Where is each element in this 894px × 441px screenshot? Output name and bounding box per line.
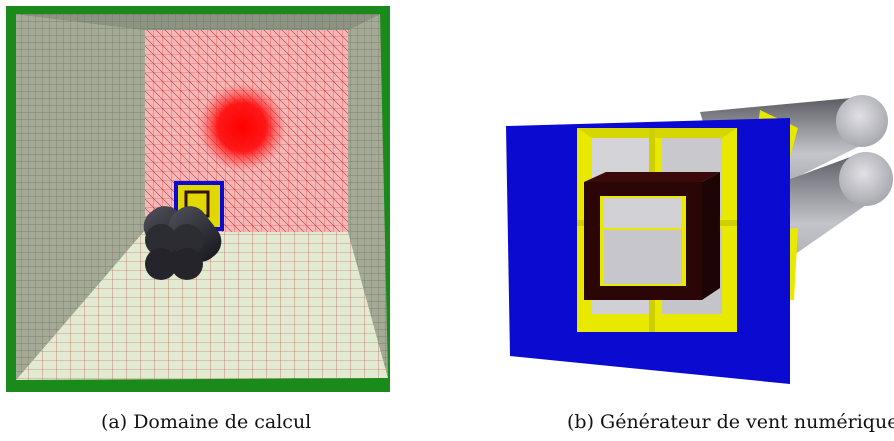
- figure-b-generator: [480, 0, 894, 400]
- generator-render: [506, 95, 893, 384]
- caption-generator: (b) Générateur de vent numérique: [567, 411, 894, 433]
- generator-cylinders: [143, 206, 222, 280]
- domain-render: [6, 6, 390, 392]
- refinement-spot: [198, 83, 286, 171]
- ring-frame: [584, 172, 720, 300]
- caption-domain: (a) Domaine de calcul: [101, 411, 312, 433]
- figure-a-domain: [0, 0, 400, 400]
